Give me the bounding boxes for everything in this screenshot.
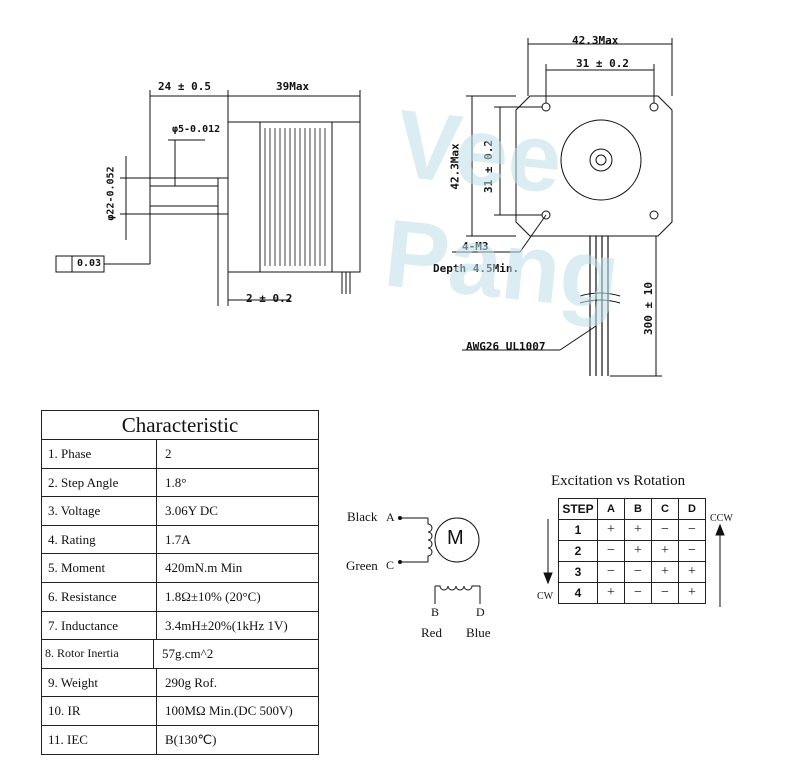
terminal-b-label: B	[431, 605, 440, 619]
spec-key: 1. Phase	[42, 440, 157, 468]
dim-shaft-label: φ5-0.012	[172, 124, 221, 135]
table-row: 1 + + − −	[558, 519, 706, 541]
table-row: 4 + − − +	[558, 582, 706, 604]
red-label: Red	[421, 625, 442, 640]
dim-boss-label: φ22-0.052	[105, 166, 117, 221]
rotation-arrows	[543, 519, 725, 607]
dim-39-label: 39Max	[276, 80, 310, 93]
blue-label: Blue	[466, 625, 491, 640]
spec-key: 9. Weight	[42, 668, 157, 697]
spec-key: 7. Inductance	[42, 611, 157, 640]
spec-key: 6. Resistance	[42, 582, 157, 611]
table-row: 8. Rotor Inertia 57g.cm^2	[42, 640, 318, 669]
terminal-d-label: D	[476, 605, 485, 619]
dim-24-label: 24 ± 0.5	[158, 80, 211, 93]
polarity-cell: −	[624, 582, 652, 604]
spec-key: 4. Rating	[42, 525, 157, 554]
dim-42-top-label: 42.3Max	[572, 34, 619, 47]
table-row: 4. Rating 1.7A	[42, 525, 318, 555]
wire-label: AWG26 UL1007	[466, 340, 546, 353]
motor-symbol-label: M	[447, 527, 464, 549]
spec-value: 420mN.m Min	[165, 560, 243, 576]
cw-arrow-icon	[543, 572, 553, 585]
excitation-title: Excitation vs Rotation	[551, 473, 686, 489]
table-row: 2 − + + −	[558, 540, 706, 562]
table-row: 1. Phase 2	[42, 440, 318, 469]
table-row: 11. IEC B(130℃)	[42, 725, 318, 754]
table-row: 3. Voltage 3.06Y DC	[42, 497, 318, 526]
table-row: 2. Step Angle 1.8°	[42, 468, 318, 498]
polarity-cell: +	[678, 582, 706, 604]
wiring-diagram	[398, 516, 481, 604]
spec-value: 2	[165, 446, 172, 461]
spec-value: 57g.cm^2	[162, 646, 214, 662]
dim-31-top-label: 31 ± 0.2	[576, 57, 629, 70]
mechanical-drawing	[55, 38, 673, 377]
spec-key: 3. Voltage	[42, 497, 157, 525]
table-row: 3 − − + +	[558, 561, 706, 583]
terminal-a	[398, 516, 402, 520]
characteristic-title: Characteristic	[42, 411, 318, 440]
spec-value: 100MΩ Min.(DC 500V)	[165, 703, 293, 719]
black-label: Black	[347, 509, 378, 524]
tolerance-label: 0.03	[77, 258, 102, 269]
table-row: 7. Inductance 3.4mH±20%(1kHz 1V)	[42, 611, 318, 641]
spec-key: 5. Moment	[42, 554, 157, 582]
ccw-label: CCW	[710, 513, 733, 524]
spec-value: 1.8°	[165, 474, 187, 490]
spec-value: 3.06Y DC	[165, 503, 218, 519]
header-cell: STEP	[558, 498, 598, 520]
table-row: 5. Moment 420mN.m Min	[42, 554, 318, 583]
spec-key: 2. Step Angle	[42, 468, 157, 497]
terminal-c	[398, 560, 402, 564]
table-row: 10. IR 100MΩ Min.(DC 500V)	[42, 697, 318, 726]
cw-label: CW	[537, 591, 554, 602]
spec-key: 10. IR	[42, 697, 157, 725]
spec-key: 11. IEC	[42, 725, 157, 754]
terminal-c-label: C	[386, 558, 395, 572]
spec-value: 1.8Ω±10% (20°C)	[165, 588, 261, 604]
table-row: STEP A B C D	[558, 498, 706, 520]
table-row: 6. Resistance 1.8Ω±10% (20°C)	[42, 582, 318, 612]
polarity-cell: +	[597, 582, 625, 604]
green-label: Green	[346, 558, 378, 573]
spec-value: 290g Rof.	[165, 674, 217, 690]
dim-31-left-label: 31 ± 0.2	[481, 140, 495, 193]
terminal-a-label: A	[386, 510, 395, 524]
dim-42-left-label: 42.3Max	[448, 143, 462, 190]
spec-value: 3.4mH±20%(1kHz 1V)	[165, 617, 288, 633]
spec-key: 8. Rotor Inertia	[42, 640, 154, 668]
lead-length-label: 300 ± 10	[641, 282, 655, 335]
ccw-arrow-icon	[715, 523, 725, 536]
spec-value: 1.7A	[165, 531, 191, 547]
screw-label: 4-M3	[462, 240, 489, 253]
table-row: 9. Weight 290g Rof.	[42, 668, 318, 698]
excitation-table: STEP A B C D 1 + + − − 2 − + + − 3 − − +…	[558, 498, 706, 604]
spec-value: B(130℃)	[165, 731, 217, 747]
dim-2-label: 2 ± 0.2	[246, 292, 293, 305]
depth-label: Depth 4.5Min.	[433, 262, 520, 275]
